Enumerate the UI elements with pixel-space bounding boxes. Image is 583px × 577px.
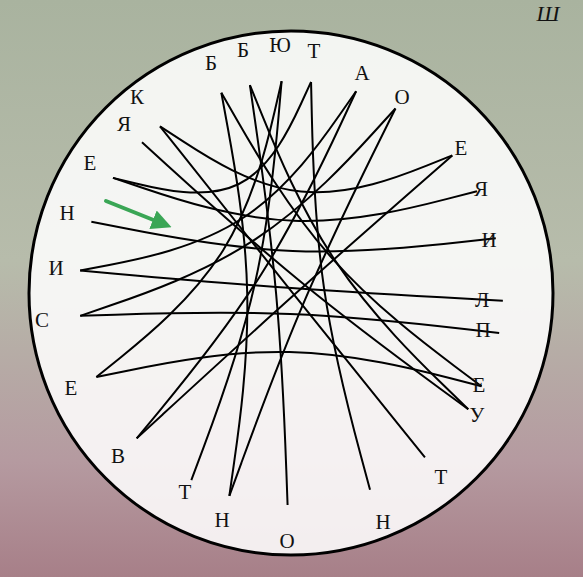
circle-letter: Т — [179, 482, 192, 503]
circle-letter: Я — [474, 179, 488, 200]
circle-letter: В — [111, 446, 125, 467]
puzzle-circle — [29, 31, 553, 555]
curve-set — [80, 81, 503, 505]
puzzle-curve — [96, 352, 481, 386]
puzzle-curve — [221, 93, 247, 496]
circle-letter: Н — [59, 203, 74, 224]
circle-letter: Е — [65, 378, 78, 399]
circle-letter: Т — [435, 467, 448, 488]
circle-letter: Е — [473, 375, 486, 396]
circle-letter: Б — [205, 53, 217, 74]
puzzle-curve — [96, 81, 281, 377]
circle-letter: Я — [117, 114, 131, 135]
puzzle-curve — [80, 313, 499, 333]
circle-letter: Н — [214, 510, 229, 531]
puzzle-curve — [229, 109, 395, 496]
puzzle-curve — [250, 85, 468, 409]
circle-letter: И — [481, 230, 496, 251]
circle-letter: О — [279, 531, 294, 552]
circle-letter: П — [475, 320, 490, 341]
corner-letter: Ш — [537, 3, 560, 25]
puzzle-curve — [137, 155, 453, 438]
puzzle-curve — [80, 109, 395, 316]
puzzle-curve — [142, 142, 468, 409]
puzzle-curve — [250, 85, 288, 505]
circle-letter: Т — [308, 41, 321, 62]
circle-letter: Б — [237, 40, 249, 61]
puzzle-curve — [113, 82, 311, 193]
circle-letter: С — [35, 310, 49, 331]
circle-letter: Н — [375, 512, 390, 533]
circle-letter: Л — [475, 290, 489, 311]
circle-letter: Е — [455, 138, 468, 159]
puzzle-curve — [221, 93, 481, 386]
circle-letter: У — [470, 405, 485, 426]
circle-letter: Е — [84, 153, 97, 174]
start-arrow — [106, 201, 166, 225]
circle-letter: О — [394, 87, 409, 108]
circle-letter: К — [130, 87, 144, 108]
circle-letter: И — [48, 258, 63, 279]
circle-letter: Ю — [269, 35, 291, 56]
puzzle-curve — [91, 222, 495, 252]
circle-letter: А — [354, 63, 369, 84]
